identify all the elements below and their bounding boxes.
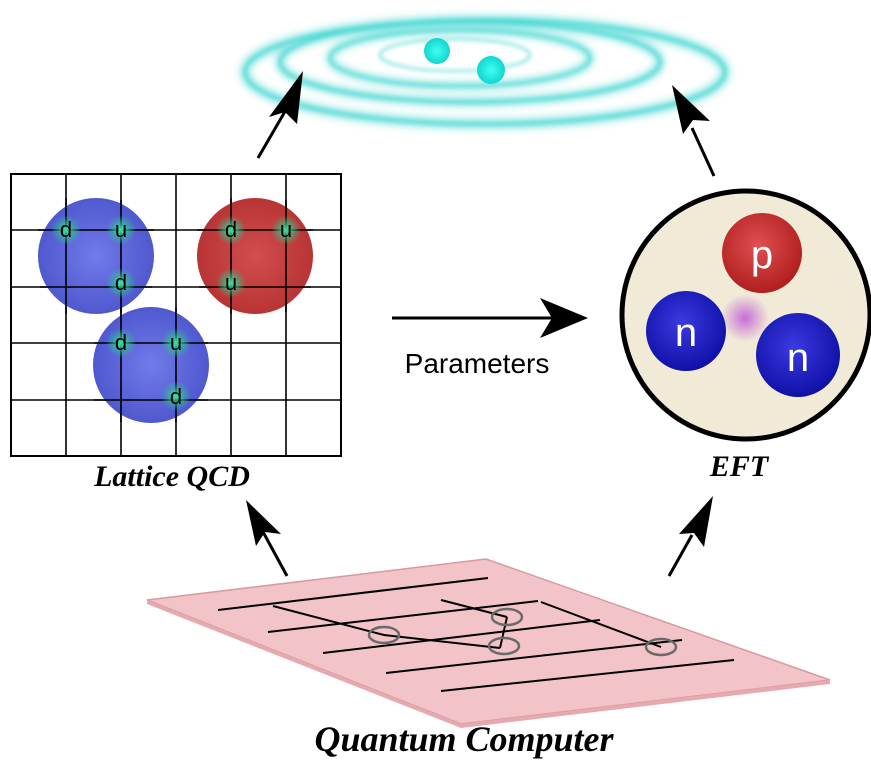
- eft-label: EFT: [709, 450, 770, 483]
- nucleon-dot-1: [424, 38, 450, 64]
- hadron-red: d u u: [197, 198, 313, 314]
- qubit-ring: [644, 637, 678, 657]
- quark-label: d: [115, 330, 127, 355]
- proton: p: [722, 213, 802, 293]
- qubit-ring: [487, 636, 521, 656]
- quantum-computer-label: Quantum Computer: [314, 719, 614, 759]
- quark-label: d: [170, 384, 182, 409]
- quark-label: d: [225, 217, 237, 242]
- arrow-quantum-to-lattice: [246, 500, 289, 577]
- quark-label: u: [280, 217, 292, 242]
- quark-label: u: [170, 330, 182, 355]
- parameters-label: Parameters: [405, 348, 550, 379]
- arrow-quantum-to-eft: [667, 496, 713, 577]
- orbit-illustration: [240, 15, 730, 129]
- lattice-qcd-label: Lattice QCD: [93, 460, 250, 493]
- proton-label: p: [751, 233, 773, 277]
- quark-label: u: [115, 217, 127, 242]
- arrow-eft-to-orbit: [672, 85, 716, 177]
- nucleon-dot-2: [477, 56, 505, 84]
- eft-nucleus: p n n: [619, 188, 871, 442]
- quantum-chip: [146, 558, 831, 728]
- hadron-blue-1: d u d: [38, 198, 154, 314]
- qubit-ring: [367, 625, 401, 645]
- parameters-arrow: [392, 298, 588, 338]
- quark-label: d: [60, 217, 72, 242]
- qubit-ring: [490, 607, 524, 627]
- quark-label: d: [115, 270, 127, 295]
- neutron-right: n: [756, 313, 840, 397]
- arrow-lattice-to-orbit: [256, 71, 303, 159]
- neutron-label: n: [787, 336, 809, 380]
- quark-label: u: [225, 270, 237, 295]
- hadron-blue-2: d u d: [93, 307, 209, 423]
- neutron-left: n: [646, 291, 726, 371]
- neutron-label: n: [675, 311, 697, 355]
